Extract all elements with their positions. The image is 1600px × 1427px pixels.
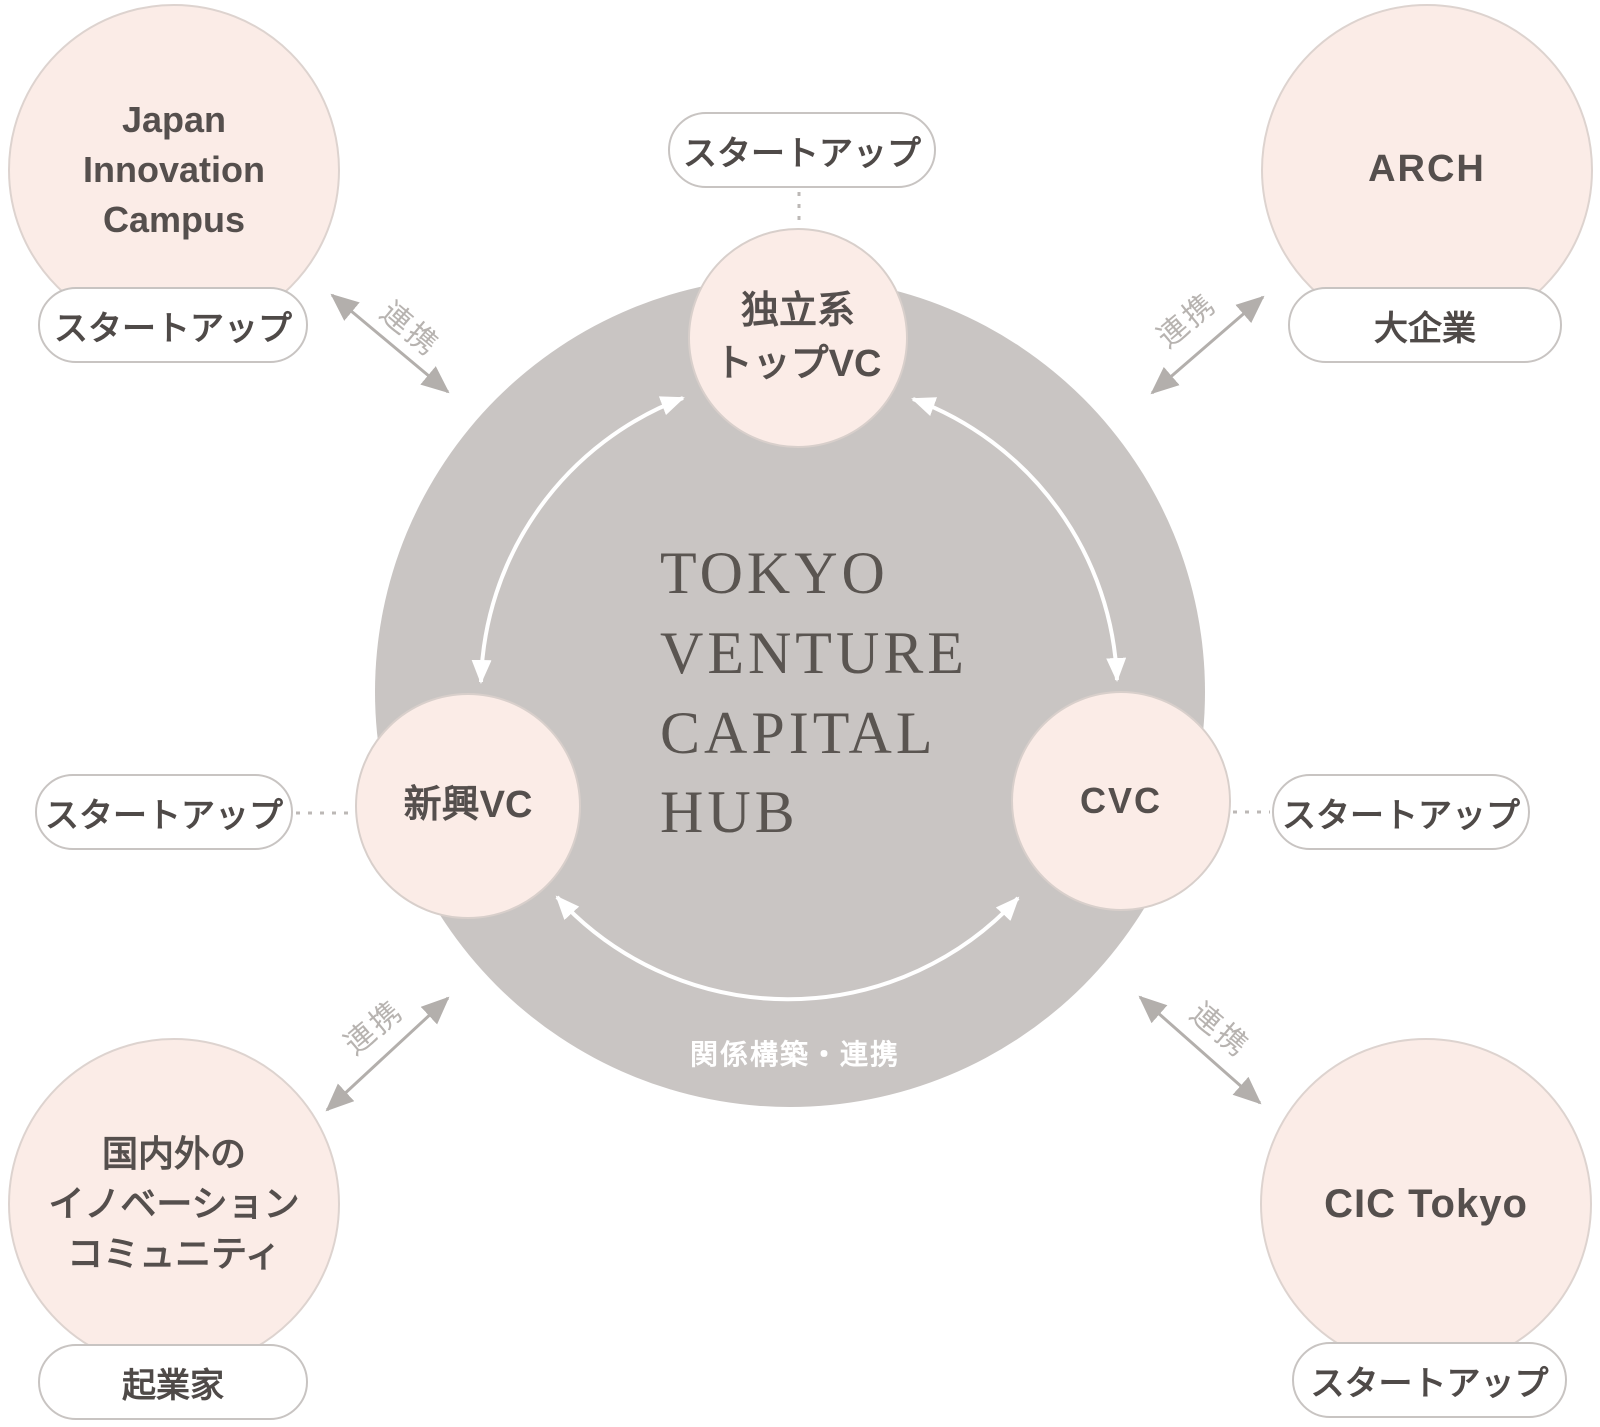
partner-circle-cic-tokyo: CIC Tokyo [1260, 1038, 1592, 1370]
white-arc-top-left [471, 396, 685, 684]
tag-pill-entrepreneur-label: 起業家 [122, 1366, 224, 1405]
tag-pill-startup-top-label: スタートアップ [683, 134, 921, 173]
link-arrow-top-right [1150, 295, 1265, 395]
partner-cic-tokyo-label: CIC Tokyo [1324, 1182, 1528, 1226]
tag-pill-large-company-label: 大企業 [1374, 309, 1476, 348]
hub-node-top-vc: 独立系 トップVC [688, 228, 908, 448]
tag-pill-startup-left: スタートアップ [35, 774, 293, 850]
hub-node-emerging-vc: 新興VC [355, 693, 581, 919]
partner-circle-innovation-community: 国内外の イノベーション コミュニティ [8, 1038, 340, 1370]
tag-pill-startup-bottom-right: スタートアップ [1292, 1342, 1567, 1418]
tag-pill-startup-right-label: スタートアップ [1282, 796, 1520, 835]
tag-pill-startup-right: スタートアップ [1272, 774, 1530, 850]
tag-pill-startup-top-left: スタートアップ [38, 287, 308, 363]
partner-circle-arch: ARCH [1261, 4, 1593, 336]
tag-pill-startup-top: スタートアップ [668, 112, 936, 188]
partner-japan-innovation-campus-label: Japan Innovation Campus [83, 99, 265, 240]
hub-node-cvc-label: CVC [1079, 779, 1162, 821]
hub-node-top-vc-label: 独立系 トップVC [714, 289, 882, 385]
hub-node-emerging-vc-label: 新興VC [403, 784, 533, 827]
tag-pill-entrepreneur: 起業家 [38, 1344, 308, 1420]
tag-pill-startup-left-label: スタートアップ [45, 796, 283, 835]
link-arrow-bottom-right [1138, 995, 1262, 1105]
link-arrow-bottom-left [325, 996, 450, 1112]
hub-title: TOKYO VENTURE CAPITAL HUB [660, 540, 968, 846]
partner-innovation-community-label: 国内外の イノベーション コミュニティ [48, 1133, 300, 1274]
tag-pill-large-company: 大企業 [1288, 287, 1562, 363]
tag-pill-startup-bottom-right-label: スタートアップ [1310, 1364, 1549, 1403]
partner-arch-label: ARCH [1368, 148, 1486, 191]
hub-caption: 関係構築・連携 [689, 1039, 901, 1070]
hub-node-cvc: CVC [1011, 691, 1231, 911]
tag-pill-startup-top-left-label: スタートアップ [54, 309, 292, 348]
link-arrow-top-left [330, 293, 450, 394]
white-arc-bottom [555, 895, 1020, 1002]
white-arc-top-right [911, 397, 1127, 682]
